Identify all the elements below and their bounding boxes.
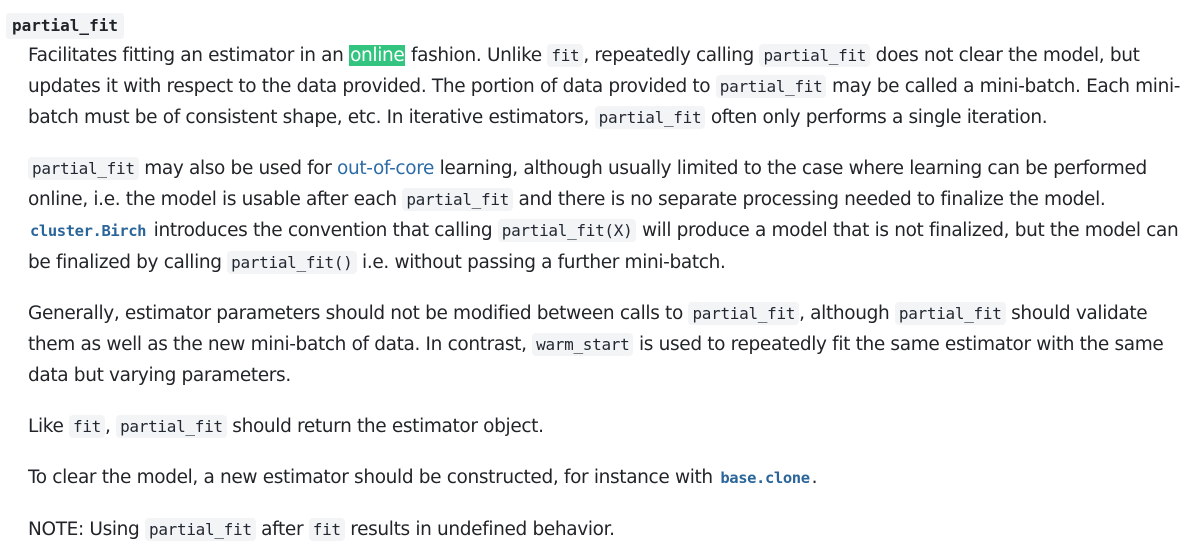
term-name: partial_fit <box>6 13 124 39</box>
text: them as well as the new mini-batch of da… <box>28 334 533 355</box>
text: should validate <box>1005 303 1148 324</box>
text: batch must be of consistent shape, etc. … <box>28 107 595 128</box>
text: should return the estimator object. <box>226 416 544 437</box>
text: NOTE: Using <box>28 519 145 540</box>
paragraph-1: Facilitates fitting an estimator in an o… <box>28 40 1180 133</box>
inline-code: fit <box>308 518 345 541</box>
inline-code: partial_fit <box>759 44 871 67</box>
text: learning, although usually limited to th… <box>434 158 1148 179</box>
text: , <box>105 416 117 437</box>
glossary-term: partial_fit <box>6 12 1194 40</box>
base-clone-link[interactable]: base.clone <box>720 469 810 487</box>
text: fashion. Unlike <box>405 45 548 66</box>
text: does not clear the model, but <box>870 45 1140 66</box>
text: i.e. without passing a further mini-batc… <box>356 252 726 273</box>
inline-code: fit <box>69 415 106 438</box>
text: and there is no separate processing need… <box>513 189 1106 210</box>
paragraph-3: Generally, estimator parameters should n… <box>28 298 1180 391</box>
text: data but varying parameters. <box>28 365 291 386</box>
text: Like <box>28 416 70 437</box>
text: introduces the convention that calling <box>148 220 498 241</box>
paragraph-6: NOTE: Using partial_fit after fit result… <box>28 514 1180 545</box>
text: may be called a mini-batch. Each mini- <box>826 76 1181 97</box>
inline-code: partial_fit <box>28 157 139 180</box>
text: Generally, estimator parameters should n… <box>28 303 689 324</box>
text: may also be used for <box>138 158 338 179</box>
text: , although <box>799 303 895 324</box>
text: often only performs a single iteration. <box>705 107 1048 128</box>
text: results in undefined behavior. <box>344 519 615 540</box>
inline-code: warm_start <box>532 333 634 356</box>
paragraph-2: partial_fit may also be used for out-of-… <box>28 153 1180 278</box>
inline-code: partial_fit(X) <box>497 219 637 242</box>
inline-code: fit <box>547 44 584 67</box>
out-of-core-link[interactable]: out-of-core <box>337 158 435 179</box>
text: online, i.e. the model is usable after e… <box>28 189 403 210</box>
text: Facilitates fitting an estimator in an <box>28 45 350 66</box>
text: will produce a model that is not finaliz… <box>636 220 1179 241</box>
text: To clear the model, a new estimator shou… <box>28 467 719 488</box>
inline-code: partial_fit <box>688 302 800 325</box>
text: after <box>255 519 309 540</box>
inline-code: partial_fit <box>715 75 827 98</box>
text: updates it with respect to the data prov… <box>28 76 716 97</box>
inline-code: partial_fit() <box>227 251 357 274</box>
inline-code: partial_fit <box>144 518 256 541</box>
inline-code: partial_fit <box>594 106 706 129</box>
cluster-birch-link[interactable]: cluster.Birch <box>30 222 147 240</box>
paragraph-5: To clear the model, a new estimator shou… <box>28 462 1180 494</box>
inline-code: partial_fit <box>894 302 1006 325</box>
text: be finalized by calling <box>28 252 228 273</box>
text: is used to repeatedly fit the same estim… <box>633 334 1164 355</box>
text: , repeatedly calling <box>583 45 760 66</box>
text: . <box>811 467 818 488</box>
glossary-definition: Facilitates fitting an estimator in an o… <box>0 40 1194 545</box>
inline-code: partial_fit <box>402 188 514 211</box>
paragraph-4: Like fit, partial_fit should return the … <box>28 411 1180 442</box>
inline-code: partial_fit <box>116 415 227 438</box>
search-highlight: online <box>349 45 406 66</box>
